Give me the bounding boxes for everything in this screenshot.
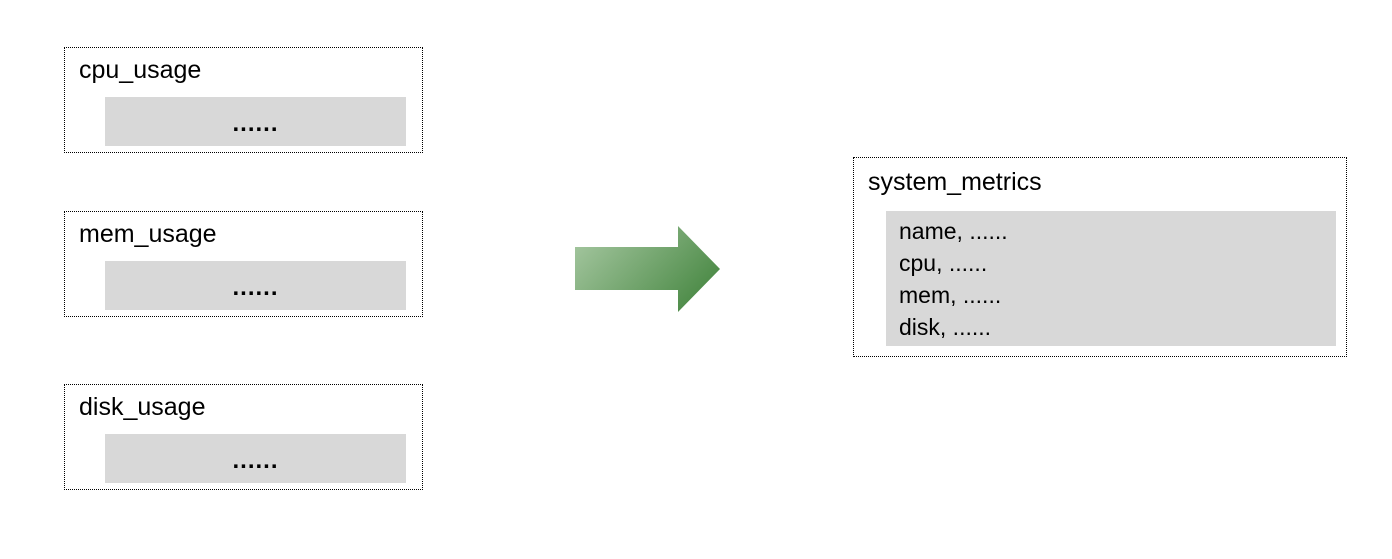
box-body: ......: [105, 434, 406, 483]
box-title: disk_usage: [79, 393, 206, 421]
ellipsis-text: ......: [232, 273, 279, 301]
ellipsis-text: ......: [232, 446, 279, 474]
field-row: disk, ......: [899, 314, 992, 340]
target-box-system-metrics: system_metrics name, ...... cpu, ...... …: [853, 157, 1347, 357]
source-box-disk-usage: disk_usage ......: [64, 384, 423, 490]
box-title: mem_usage: [79, 220, 217, 248]
source-box-mem-usage: mem_usage ......: [64, 211, 423, 317]
field-row: name, ......: [899, 218, 1008, 244]
box-title: cpu_usage: [79, 56, 202, 84]
box-title: system_metrics: [868, 168, 1042, 196]
box-body: ......: [105, 97, 406, 146]
field-row: cpu, ......: [899, 250, 988, 276]
ellipsis-text: ......: [232, 109, 279, 137]
right-arrow-icon: [575, 226, 720, 312]
box-body: name, ...... cpu, ...... mem, ...... dis…: [886, 211, 1336, 346]
field-row: mem, ......: [899, 282, 1002, 308]
box-body: ......: [105, 261, 406, 310]
source-box-cpu-usage: cpu_usage ......: [64, 47, 423, 153]
